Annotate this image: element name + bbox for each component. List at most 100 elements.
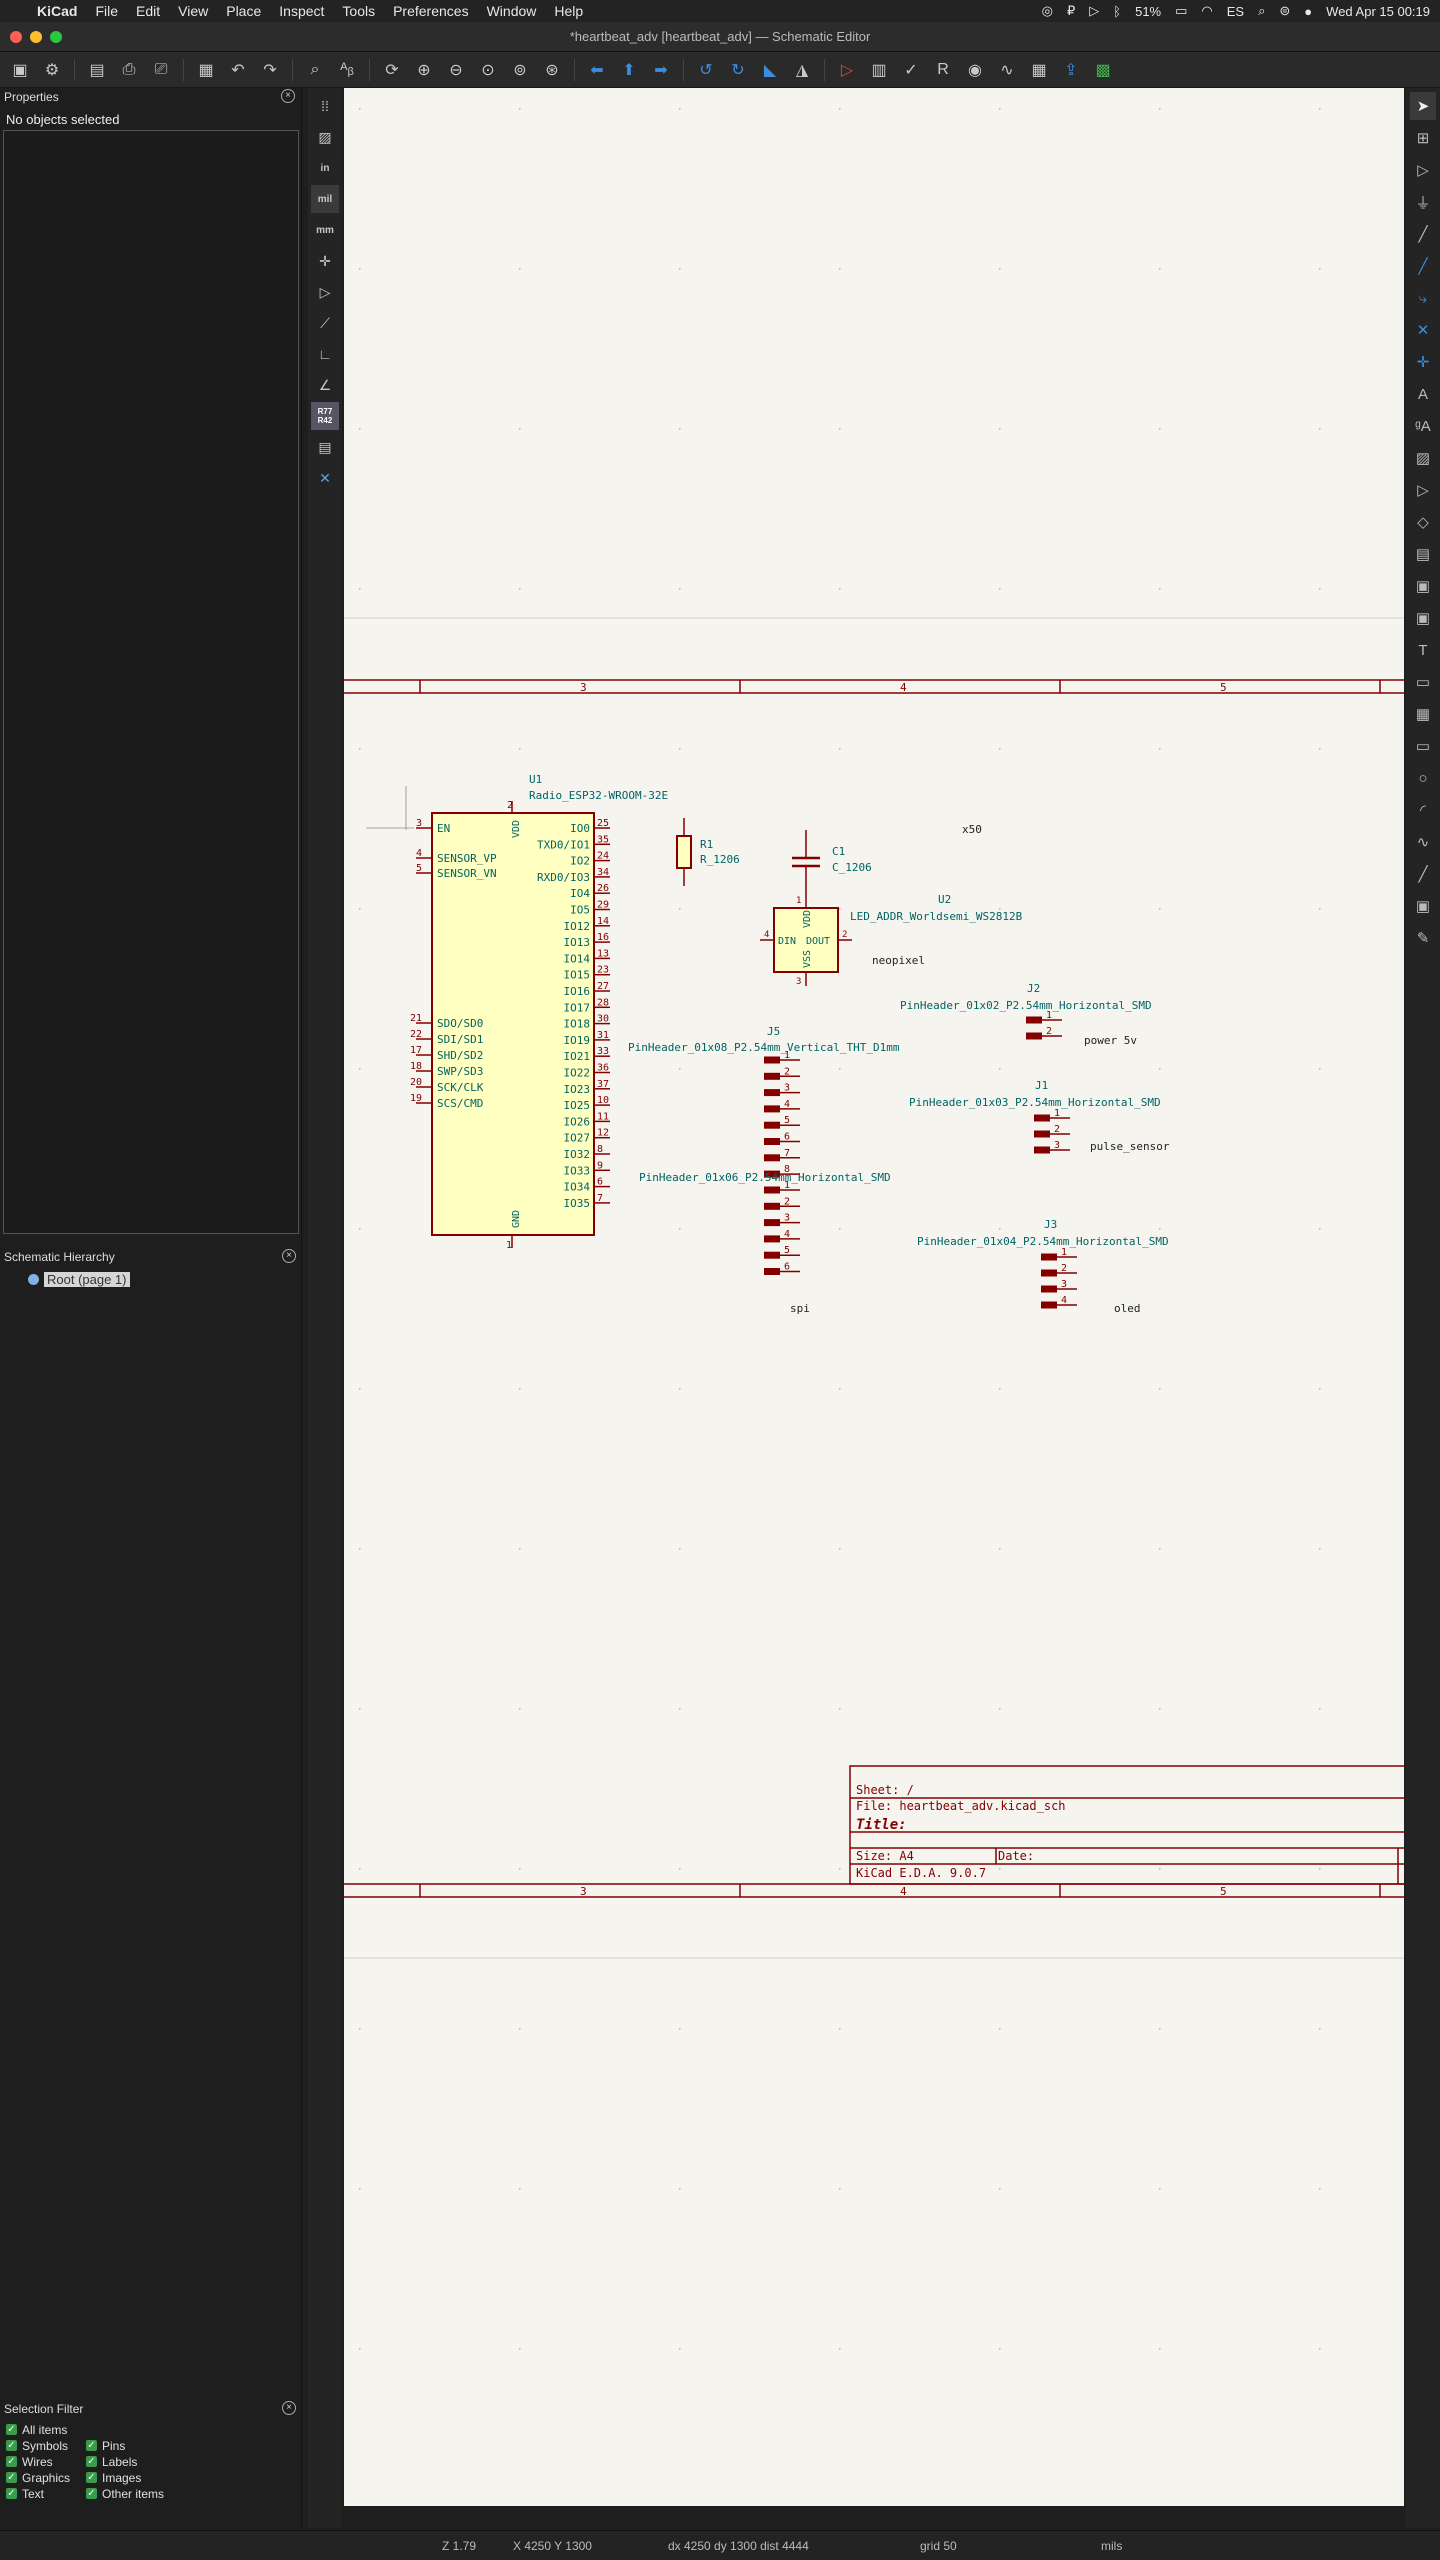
add-symbol-icon[interactable]: ▷ xyxy=(1417,162,1429,179)
plot-icon[interactable]: ⎚ xyxy=(154,60,168,78)
line-mode-free-icon[interactable]: ⟋ xyxy=(320,314,330,331)
menu-preferences[interactable]: Preferences xyxy=(393,3,469,19)
junction-icon[interactable]: ✛ xyxy=(1416,354,1430,371)
menu-view[interactable]: View xyxy=(178,3,209,19)
find-icon[interactable]: ⌕ xyxy=(310,60,320,78)
title-block[interactable] xyxy=(849,1765,1404,1885)
filter-images[interactable]: ✓Images xyxy=(86,2470,142,2485)
checkbox-icon[interactable]: ✓ xyxy=(86,2456,97,2467)
annotate-icon[interactable]: R xyxy=(937,60,949,78)
label-oled[interactable]: oled xyxy=(1114,1302,1141,1315)
annotation-icon[interactable]: R77 R42 xyxy=(311,402,339,430)
filter-wires[interactable]: ✓Wires xyxy=(6,2454,53,2469)
delete-tool-icon[interactable]: ✎ xyxy=(1416,930,1430,947)
bluetooth-icon[interactable]: ᛒ xyxy=(1113,3,1122,19)
symbol-editor-icon[interactable]: ▷ xyxy=(840,61,854,79)
filter-pins[interactable]: ✓Pins xyxy=(86,2438,126,2453)
erc-icon[interactable]: ✓ xyxy=(904,61,918,79)
menu-file[interactable]: File xyxy=(95,3,119,19)
schematic-canvas[interactable]: 3 4 5 3 4 5 U1 Radio_ESP32-WROOM-32E 2 V… xyxy=(344,88,1404,2506)
tools-icon[interactable]: ✕ xyxy=(319,469,331,486)
symbol-browser-icon[interactable]: ▥ xyxy=(871,61,887,79)
checkbox-icon[interactable]: ✓ xyxy=(6,2456,17,2467)
find-replace-icon[interactable]: ᴬᵦ xyxy=(340,60,354,78)
simulator-icon[interactable]: ∿ xyxy=(1000,61,1014,79)
mirror-h-icon[interactable]: ◮ xyxy=(795,61,809,79)
siri-icon[interactable]: ● xyxy=(1304,3,1313,19)
filter-other-items[interactable]: ✓Other items xyxy=(86,2486,165,2501)
page-settings-icon[interactable]: ▤ xyxy=(89,61,105,79)
refresh-icon[interactable]: ⟳ xyxy=(385,61,399,79)
wifi-icon[interactable]: ◠ xyxy=(1201,3,1213,18)
battery-level[interactable]: 51% xyxy=(1135,3,1162,19)
filter-all-items[interactable]: ✓All items xyxy=(6,2422,68,2437)
hierarchy-root-item[interactable]: Root (page 1) xyxy=(28,1272,130,1287)
menu-app[interactable]: KiCad xyxy=(37,3,78,19)
import-sheet-pin-icon[interactable]: ▣ xyxy=(1415,578,1431,595)
menu-help[interactable]: Help xyxy=(554,3,584,19)
checkbox-icon[interactable]: ✓ xyxy=(6,2424,17,2435)
zoom-in-icon[interactable]: ⊕ xyxy=(417,61,431,79)
filter-labels[interactable]: ✓Labels xyxy=(86,2454,138,2469)
search-icon[interactable]: ⌕ xyxy=(1258,3,1266,18)
arrow-right-icon[interactable]: ➡ xyxy=(654,61,668,79)
update-pcb-icon[interactable]: ⇪ xyxy=(1064,61,1078,79)
add-wire-icon[interactable]: ╱ xyxy=(1418,258,1428,275)
filter-graphics[interactable]: ✓Graphics xyxy=(6,2470,71,2485)
menu-edit[interactable]: Edit xyxy=(136,3,161,19)
zoom-selection-icon[interactable]: ⊛ xyxy=(545,61,559,79)
add-line-icon[interactable]: ╱ xyxy=(1418,226,1428,243)
hier-label-icon[interactable]: ◇ xyxy=(1417,514,1429,531)
add-text-icon[interactable]: T xyxy=(1418,641,1428,659)
zoom-fit-icon[interactable]: ⊙ xyxy=(481,61,495,79)
status-circle-icon[interactable]: ◎ xyxy=(1041,3,1053,18)
menu-place[interactable]: Place xyxy=(226,3,262,19)
add-arc-icon[interactable]: ◜ xyxy=(1420,802,1426,819)
filter-text[interactable]: ✓Text xyxy=(6,2486,45,2501)
line-mode-90-icon[interactable]: ∟ xyxy=(318,346,332,362)
close-selection-filter-icon[interactable]: × xyxy=(282,2401,296,2415)
line-mode-45-icon[interactable]: ∠ xyxy=(318,376,332,393)
add-bezier-icon[interactable]: ∿ xyxy=(1416,834,1430,851)
menu-window[interactable]: Window xyxy=(486,3,537,19)
close-hierarchy-icon[interactable]: × xyxy=(282,1249,296,1263)
undo-icon[interactable]: ↶ xyxy=(231,61,245,79)
bom-icon[interactable]: ◉ xyxy=(968,61,982,79)
label-x50[interactable]: x50 xyxy=(962,823,982,836)
label-spi[interactable]: spi xyxy=(790,1302,810,1315)
add-image-icon[interactable]: ▣ xyxy=(1415,898,1431,915)
menu-inspect[interactable]: Inspect xyxy=(279,3,325,19)
schematic-svg[interactable]: 3 4 5 3 4 5 U1 Radio_ESP32-WROOM-32E 2 V… xyxy=(344,88,1404,2506)
select-tool-icon[interactable]: ➤ xyxy=(1410,92,1436,120)
add-sheet-icon[interactable]: ▤ xyxy=(1415,546,1431,563)
edit-fields-icon[interactable]: ▦ xyxy=(1031,61,1047,79)
minimize-window-button[interactable] xyxy=(30,31,42,43)
redo-icon[interactable]: ↷ xyxy=(263,61,277,79)
add-table-icon[interactable]: ▦ xyxy=(1415,706,1431,723)
grid-icon[interactable]: ⁞⁞ xyxy=(321,98,329,114)
menu-tools[interactable]: Tools xyxy=(342,3,376,19)
symbol-r1[interactable]: R1 R_1206 xyxy=(676,818,740,886)
checkbox-icon[interactable]: ✓ xyxy=(86,2472,97,2483)
net-class-icon[interactable]: ᵍA xyxy=(1415,417,1431,435)
cursor-icon[interactable]: ✛ xyxy=(319,252,331,269)
label-pulse-sensor[interactable]: pulse_sensor xyxy=(1090,1140,1170,1153)
units-inch-button[interactable]: in xyxy=(320,162,330,174)
play-icon[interactable]: ▷ xyxy=(1089,3,1100,18)
add-circle-icon[interactable]: ○ xyxy=(1418,769,1428,787)
checkbox-icon[interactable]: ✓ xyxy=(6,2440,17,2451)
j2-pins[interactable]: 12 xyxy=(1026,1010,1062,1040)
add-rectangle-icon[interactable]: ▭ xyxy=(1415,738,1431,755)
input-source[interactable]: ES xyxy=(1226,3,1245,19)
hierarchy-nav-icon[interactable]: ⊞ xyxy=(1416,130,1430,147)
checkbox-icon[interactable]: ✓ xyxy=(86,2488,97,2499)
hidden-pins-icon[interactable]: ▷ xyxy=(319,283,331,300)
clock[interactable]: Wed Apr 15 00:19 xyxy=(1326,3,1430,19)
checkbox-icon[interactable]: ✓ xyxy=(6,2488,17,2499)
arrow-left-icon[interactable]: ⬅ xyxy=(590,61,604,79)
grid-overrides-icon[interactable]: ▨ xyxy=(318,128,332,145)
